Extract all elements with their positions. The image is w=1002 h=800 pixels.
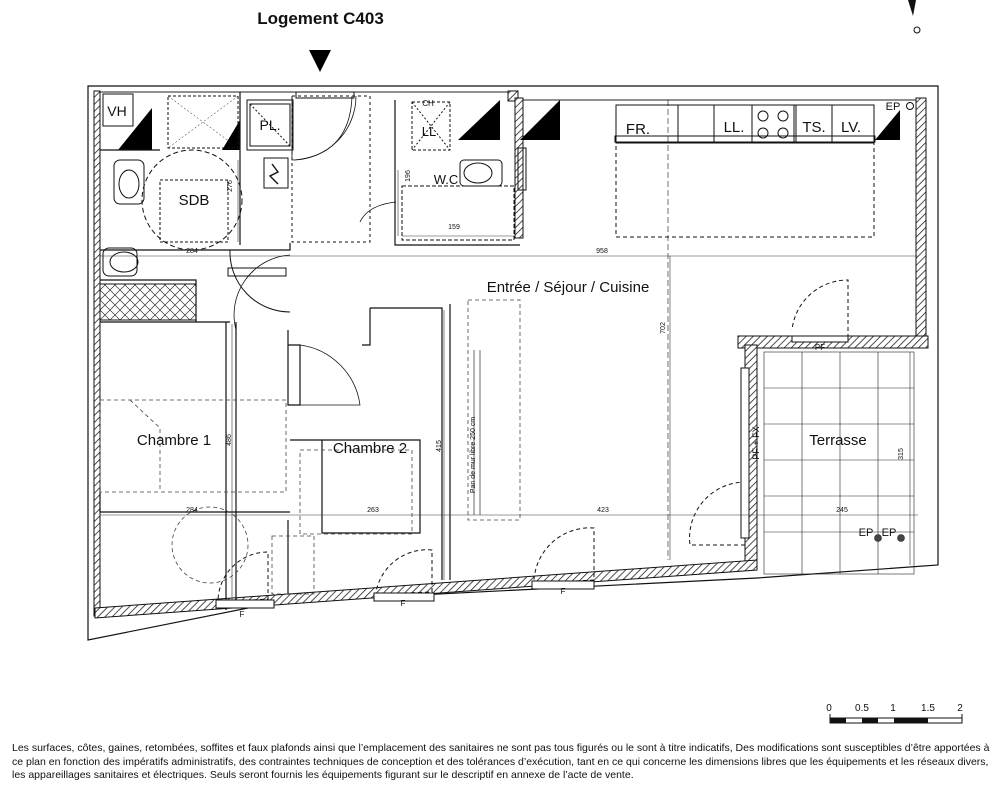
- label-f3: F: [561, 587, 566, 596]
- plan-title: Logement C403: [257, 9, 384, 28]
- scale-label-0: 0: [826, 703, 832, 714]
- label-sejour: Entrée / Séjour / Cuisine: [487, 279, 650, 296]
- label-fr: FR.: [626, 121, 650, 138]
- doors: [217, 91, 849, 603]
- label-terrasse: Terrasse: [809, 432, 867, 449]
- label-vh: VH: [107, 103, 126, 119]
- floor-plan: VH PL. CH LL W.C SDB FR. LL. TS. LV. EP …: [87, 0, 963, 724]
- scale-label-15: 1.5: [921, 703, 935, 714]
- label-ep-top: EP: [886, 101, 901, 113]
- dim-415: 415: [436, 440, 443, 452]
- label-f1: F: [240, 610, 245, 619]
- label-ts: TS.: [802, 119, 825, 136]
- scale-label-2: 2: [957, 703, 963, 714]
- windows: [215, 335, 849, 609]
- label-ll-kitchen: LL.: [724, 119, 745, 136]
- dim-958: 958: [596, 248, 608, 255]
- dimension-lines: [100, 160, 918, 600]
- label-ep1: EP: [859, 527, 874, 539]
- kitchen-counter: [614, 100, 914, 560]
- shafts: [118, 100, 900, 150]
- north-arrow-icon: [908, 0, 921, 34]
- scale-bar: 0 0.5 1 1.5 2: [826, 703, 963, 724]
- dim-196: 196: [405, 170, 412, 182]
- label-f2: F: [401, 599, 406, 608]
- technical-closets: [246, 95, 527, 243]
- label-wc: W.C: [434, 172, 459, 187]
- label-chambre2: Chambre 2: [333, 440, 407, 457]
- label-pf-top: PF: [815, 343, 825, 352]
- label-sdb: SDB: [179, 192, 210, 209]
- label-lv: LV.: [841, 119, 861, 136]
- thick-walls: [93, 90, 929, 619]
- label-ll-wc: LL: [422, 124, 436, 139]
- label-chambre1: Chambre 1: [137, 432, 211, 449]
- bathroom-fixtures: [99, 93, 243, 321]
- disclaimer-text: Les surfaces, côtes, gaines, retombées, …: [12, 742, 990, 781]
- dim-486: 486: [226, 434, 233, 446]
- dim-159: 159: [448, 224, 460, 231]
- dim-263: 263: [367, 507, 379, 514]
- label-pf-fx: PF + FX: [751, 426, 761, 459]
- dim-315: 315: [898, 448, 905, 460]
- dim-284-top: 284: [186, 248, 198, 255]
- interior-walls: [99, 92, 520, 610]
- label-pl: PL.: [259, 117, 280, 133]
- dim-702: 702: [660, 322, 667, 334]
- terrace-tiles: [763, 351, 915, 575]
- scale-label-1: 1: [890, 703, 896, 714]
- dim-423: 423: [597, 507, 609, 514]
- dim-276: 276: [227, 180, 234, 192]
- furniture-outlines: [99, 299, 521, 595]
- entrance-arrow-icon: [309, 50, 331, 72]
- label-ch: CH: [422, 99, 434, 108]
- label-pan-mur: Pan de mur libre 250 cm: [470, 417, 477, 493]
- outer-walls: [87, 85, 939, 641]
- dim-284-bottom: 284: [186, 507, 198, 514]
- dim-245: 245: [836, 507, 848, 514]
- scale-label-05: 0.5: [855, 703, 869, 714]
- label-ep2: EP: [882, 527, 897, 539]
